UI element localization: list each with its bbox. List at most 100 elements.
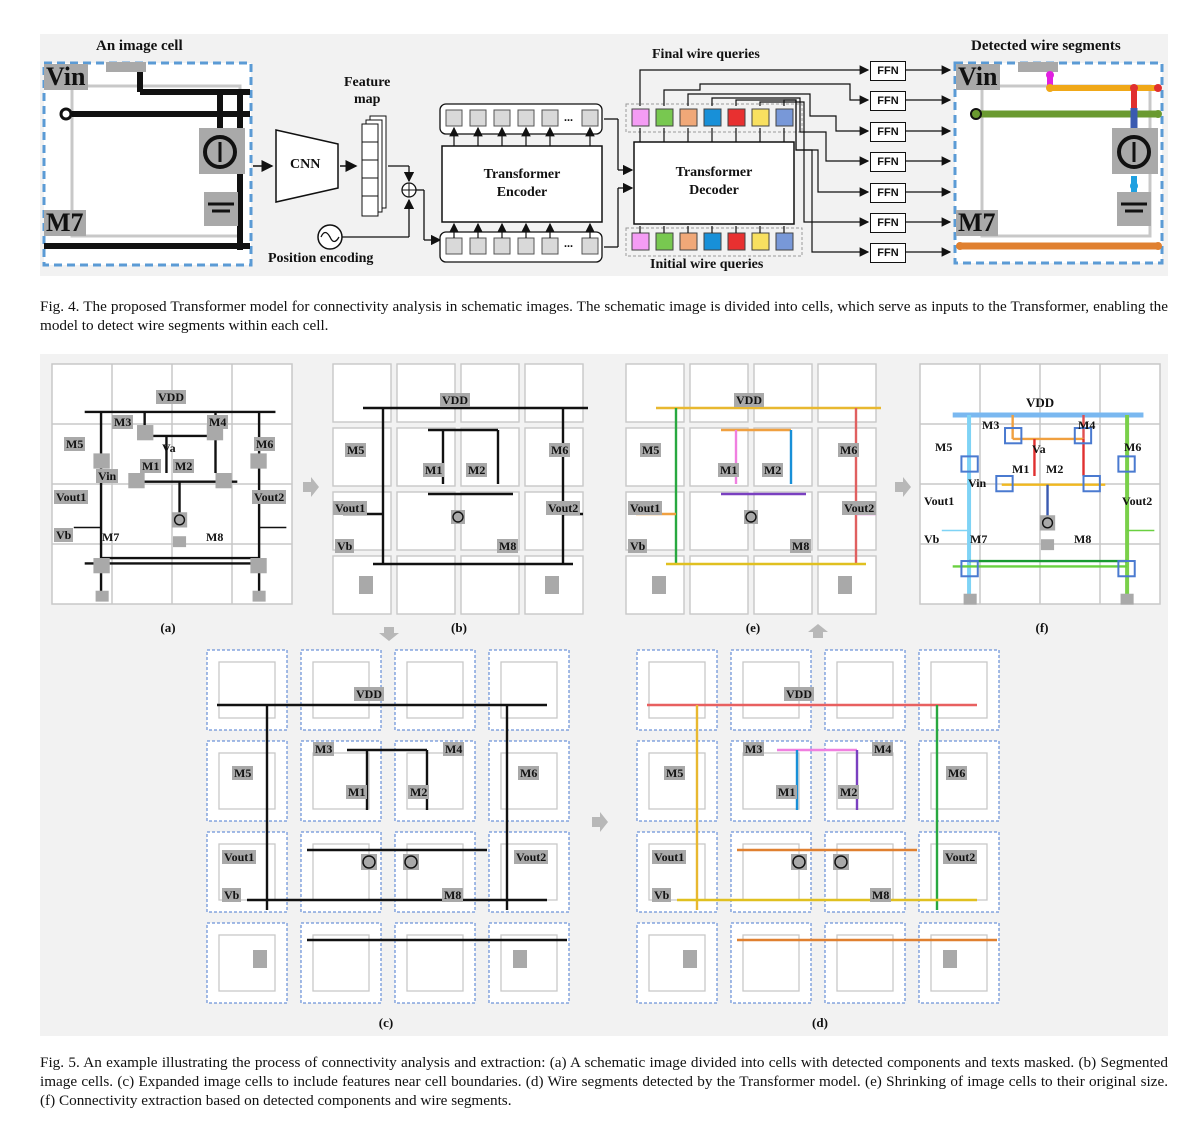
c-vout1: Vout1 [222, 850, 257, 864]
d-vout1: Vout1 [652, 850, 687, 864]
e-vout2: Vout2 [842, 501, 877, 515]
detected-vin-tag: Vin [956, 62, 1000, 91]
a-m1: M1 [140, 459, 162, 473]
fig5-diagram [51, 363, 1161, 1004]
d-m6: M6 [946, 766, 968, 780]
d-vdd: VDD [784, 687, 814, 701]
f-va: Va [1032, 442, 1046, 456]
initial-queries-label: Initial wire queries [650, 257, 764, 272]
feature-map-label: Feature map [344, 75, 391, 107]
m7-tag: M7 [44, 208, 86, 237]
final-query-token [703, 108, 722, 127]
c-m4: M4 [443, 742, 465, 756]
d-vout2: Vout2 [943, 850, 978, 864]
a-va: Va [162, 441, 176, 455]
ffn-block-2: FFN [870, 91, 906, 111]
c-m5: M5 [232, 766, 254, 780]
f-m7: M7 [970, 532, 988, 546]
b-vdd: VDD [440, 393, 470, 407]
a-m6: M6 [254, 437, 276, 451]
final-query-token [727, 108, 746, 127]
f-m2: M2 [1046, 462, 1064, 476]
cnn-label: CNN [290, 157, 321, 172]
fig5-caption: Fig. 5. An example illustrating the proc… [40, 1054, 1168, 1109]
encoder-top-ellipsis: ... [564, 110, 573, 124]
a-m5: M5 [64, 437, 86, 451]
d-m5: M5 [664, 766, 686, 780]
b-m1: M1 [423, 463, 445, 477]
label-c: (c) [378, 1015, 394, 1030]
ffn-block-6: FFN [870, 213, 906, 233]
a-m8: M8 [206, 530, 224, 544]
c-m2: M2 [408, 785, 430, 799]
decoder-label: Transformer Decoder [675, 165, 753, 198]
f-m8: M8 [1074, 532, 1092, 546]
f-m3: M3 [982, 418, 1000, 432]
a-vin: Vin [96, 469, 119, 483]
f-m6: M6 [1124, 440, 1142, 454]
c-vdd: VDD [354, 687, 384, 701]
b-vout2: Vout2 [546, 501, 581, 515]
b-m2: M2 [466, 463, 488, 477]
a-vb: Vb [54, 528, 74, 542]
fig4-diagram [42, 61, 1164, 267]
c-m1: M1 [346, 785, 368, 799]
a-m2: M2 [173, 459, 195, 473]
initial-query-tokens [631, 226, 794, 251]
e-vout1: Vout1 [628, 501, 663, 515]
a-m7: M7 [102, 530, 120, 544]
ffn-block-7: FFN [870, 243, 906, 263]
b-m6: M6 [549, 443, 571, 457]
fig4-caption: Fig. 4. The proposed Transformer model f… [40, 298, 1168, 334]
ffn-block-3: FFN [870, 122, 906, 142]
label-e: (e) [745, 620, 761, 635]
final-query-token [631, 108, 650, 127]
b-vout1: Vout1 [333, 501, 368, 515]
transformer-encoder [441, 145, 603, 223]
e-vdd: VDD [734, 393, 764, 407]
c-m8: M8 [442, 888, 464, 902]
a-vout1: Vout1 [54, 490, 89, 504]
cnn-block [275, 129, 339, 203]
image-cell-title: An image cell [96, 38, 183, 54]
e-m6: M6 [838, 443, 860, 457]
f-m5: M5 [935, 440, 953, 454]
d-m1: M1 [776, 785, 798, 799]
c-m6: M6 [518, 766, 540, 780]
encoder-bottom-ellipsis: ... [564, 236, 573, 250]
vin-tag: Vin [44, 62, 88, 91]
position-encoding-label: Position encoding [268, 251, 374, 266]
final-query-token [679, 108, 698, 127]
b-m5: M5 [345, 443, 367, 457]
f-vb: Vb [924, 532, 940, 546]
f-m4: M4 [1078, 418, 1096, 432]
d-m2: M2 [838, 785, 860, 799]
transformer-decoder [633, 141, 795, 225]
e-m5: M5 [640, 443, 662, 457]
c-vb: Vb [222, 888, 242, 902]
b-vb: Vb [335, 539, 355, 553]
a-vout2: Vout2 [252, 490, 287, 504]
f-m1: M1 [1012, 462, 1030, 476]
feature-map-stack [361, 115, 387, 217]
e-vb: Vb [628, 539, 648, 553]
d-vb: Vb [652, 888, 672, 902]
a-m3: M3 [112, 415, 134, 429]
d-m8: M8 [870, 888, 892, 902]
e-m1: M1 [718, 463, 740, 477]
encoder-label: Transformer Encoder [483, 167, 561, 200]
ffn-block-5: FFN [870, 183, 906, 203]
d-m3: M3 [743, 742, 765, 756]
b-m8: M8 [497, 539, 519, 553]
detected-title: Detected wire segments [971, 38, 1121, 54]
final-query-token [751, 108, 770, 127]
a-vdd: VDD [156, 390, 186, 404]
e-m8: M8 [790, 539, 812, 553]
c-m3: M3 [313, 742, 335, 756]
d-m4: M4 [872, 742, 894, 756]
final-query-token [775, 108, 794, 127]
label-d: (d) [812, 1015, 828, 1030]
f-vin: Vin [968, 476, 987, 490]
ffn-block-4: FFN [870, 152, 906, 172]
label-b: (b) [451, 620, 467, 635]
